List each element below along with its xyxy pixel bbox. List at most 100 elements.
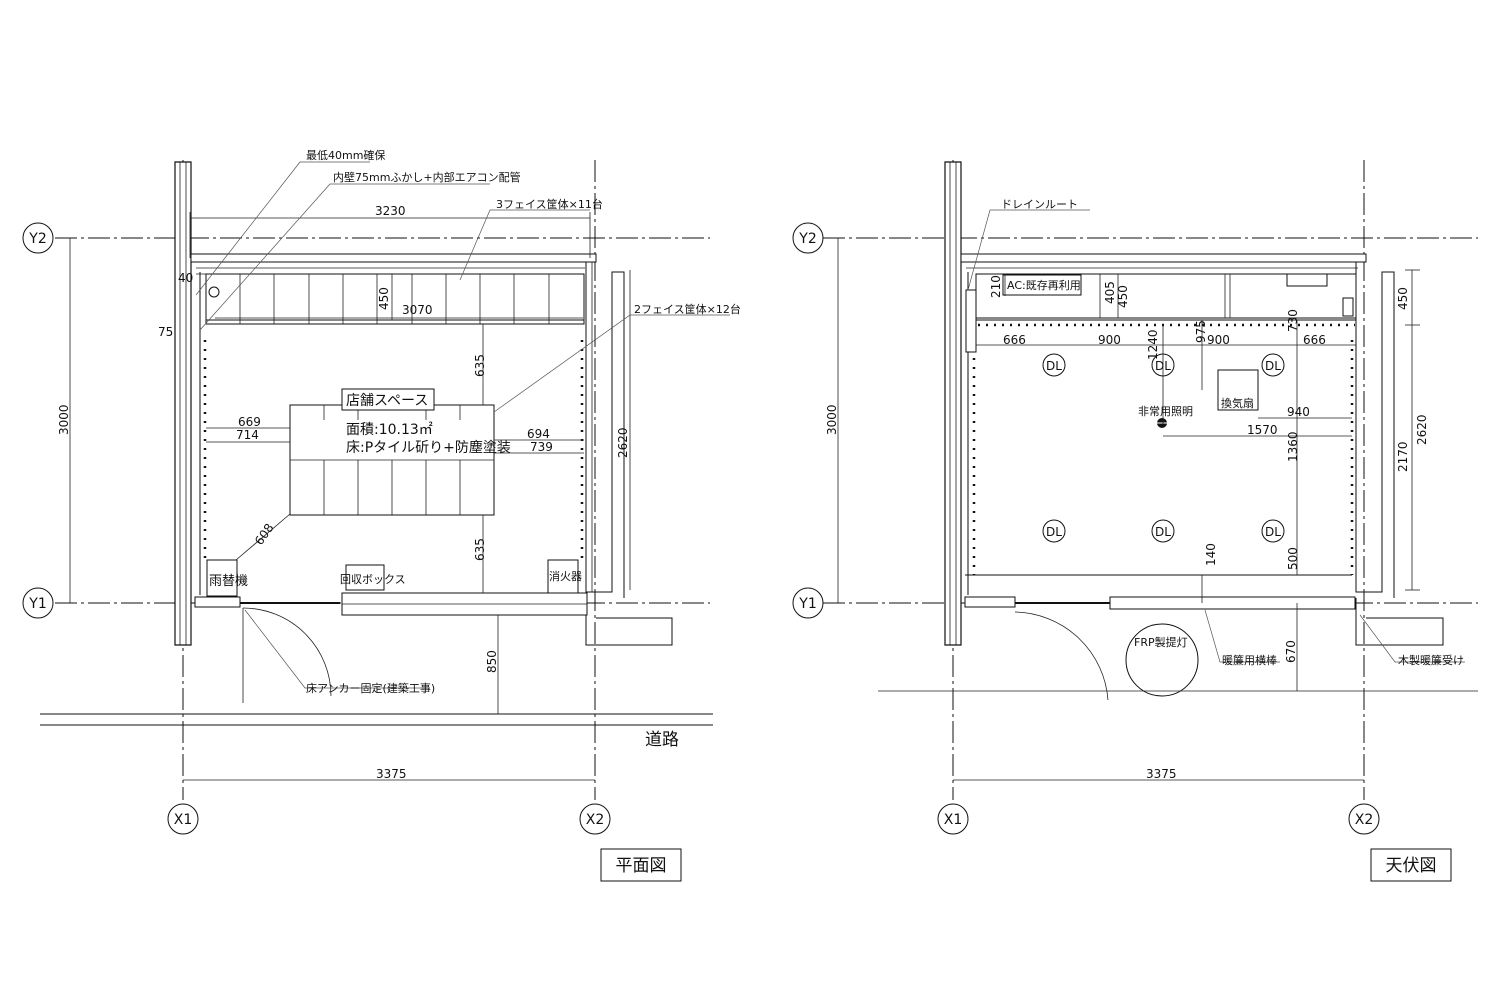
bubble bbox=[938, 804, 968, 834]
dim-450: 450 bbox=[377, 287, 391, 310]
frp-lantern-circle bbox=[1126, 624, 1198, 696]
bubble-label: X2 bbox=[586, 812, 605, 828]
leader bbox=[200, 184, 490, 330]
bubble bbox=[580, 804, 610, 834]
downlight-circle bbox=[1043, 520, 1065, 542]
fan-label: 換気扇 bbox=[1221, 396, 1254, 410]
road-label: 道路 bbox=[645, 730, 679, 750]
ceiling-title-box bbox=[1371, 849, 1451, 881]
leader bbox=[968, 210, 1090, 290]
dim-1240: 1240 bbox=[1146, 329, 1160, 360]
bottom-base bbox=[586, 598, 672, 645]
downlight-circle bbox=[1043, 354, 1065, 376]
ventilation-fan bbox=[1218, 370, 1258, 410]
door-swing-arc bbox=[243, 608, 331, 696]
downlight-icon-1: DL bbox=[1043, 354, 1065, 376]
island-dividers bbox=[290, 405, 494, 515]
leader bbox=[196, 162, 370, 295]
fire-extinguisher bbox=[548, 560, 578, 593]
dim-730: 730 bbox=[1286, 309, 1300, 332]
plan-dimension-lines bbox=[70, 212, 630, 780]
leader bbox=[1360, 615, 1465, 662]
vent-small bbox=[1343, 298, 1353, 316]
grid-bubble-x1: X1 bbox=[168, 804, 198, 834]
dim-694: 694 bbox=[527, 427, 550, 441]
ac-label: AC:既存再利用 bbox=[1007, 278, 1081, 292]
dim-900-right: 900 bbox=[1207, 333, 1230, 347]
bubble-label: X1 bbox=[174, 812, 193, 828]
dim-3375: 3375 bbox=[1146, 767, 1177, 781]
downlight-icon-6: DL bbox=[1262, 520, 1284, 542]
bubble-label: Y1 bbox=[798, 596, 816, 612]
collection-box bbox=[346, 565, 384, 590]
dim-500: 500 bbox=[1286, 547, 1300, 570]
left-wall bbox=[175, 162, 191, 645]
bottom-base bbox=[1356, 598, 1443, 645]
curtain-holder-label: 木製暖簾受け bbox=[1398, 653, 1464, 667]
downlight-circle bbox=[1262, 354, 1284, 376]
area-label: 面積:10.13㎡ bbox=[346, 422, 433, 438]
bubble bbox=[23, 223, 53, 253]
umbrella-machine bbox=[207, 560, 237, 596]
downlight-label: DL bbox=[1046, 359, 1062, 373]
door-swing-arc bbox=[1015, 612, 1108, 700]
grid-bubble-y1: Y1 bbox=[23, 588, 53, 618]
dim-900-left: 900 bbox=[1098, 333, 1121, 347]
emergency-light-label: 非常用照明 bbox=[1138, 405, 1193, 418]
plan-title: 平面図 bbox=[616, 856, 667, 876]
downlight-icon-4: DL bbox=[1043, 520, 1065, 542]
bubble bbox=[793, 223, 823, 253]
downlight-icon-3: DL bbox=[1262, 354, 1284, 376]
right-wall bbox=[586, 262, 624, 598]
dim-1360: 1360 bbox=[1286, 431, 1300, 462]
shelf2-label: 2フェイス筐体×12台 bbox=[634, 302, 741, 316]
inner-wall-label: 内壁75mmふかし+内部エアコン配管 bbox=[333, 170, 521, 184]
umbrella-machine-base bbox=[195, 597, 240, 607]
dim-1570: 1570 bbox=[1247, 423, 1278, 437]
umbrella-machine-label: 雨替機 bbox=[209, 574, 248, 589]
dim-666-left: 666 bbox=[1003, 333, 1026, 347]
dim-2170: 2170 bbox=[1396, 441, 1410, 472]
dim-3375: 3375 bbox=[376, 767, 407, 781]
bubble-label: Y1 bbox=[28, 596, 46, 612]
ceiling-dimension-lines bbox=[838, 238, 1420, 780]
sash-left bbox=[965, 597, 1015, 607]
drain-route-label: ドレインルート bbox=[1001, 198, 1078, 211]
dim-635-bottom: 635 bbox=[473, 538, 487, 561]
dim-2620: 2620 bbox=[616, 427, 630, 458]
dim-669: 669 bbox=[238, 415, 261, 429]
top-shelves bbox=[206, 274, 584, 324]
bubble-label: X1 bbox=[944, 812, 963, 828]
grid-bubble-y1: Y1 bbox=[793, 588, 823, 618]
collection-box-label: 回収ボックス bbox=[340, 573, 406, 586]
extinguisher-label: 消火器 bbox=[549, 569, 582, 583]
bubble-label: Y2 bbox=[798, 231, 816, 247]
storefront-sash bbox=[1110, 597, 1355, 609]
bubble bbox=[793, 588, 823, 618]
downlight-circle bbox=[1152, 520, 1174, 542]
drain-route-pipe bbox=[966, 290, 976, 352]
dim-2620: 2620 bbox=[1415, 414, 1429, 445]
drain-pipe bbox=[209, 287, 219, 297]
dim-140: 140 bbox=[1204, 543, 1218, 566]
top-wall bbox=[191, 254, 596, 262]
dim-714: 714 bbox=[236, 428, 259, 442]
dim-739: 739 bbox=[530, 440, 553, 454]
dim-666-right: 666 bbox=[1303, 333, 1326, 347]
dim-450-right: 450 bbox=[1396, 287, 1410, 310]
downlight-label: DL bbox=[1046, 525, 1062, 539]
bubble bbox=[1349, 804, 1379, 834]
min-gap-label: 最低40mm確保 bbox=[306, 148, 385, 162]
downlight-circle bbox=[1262, 520, 1284, 542]
ceiling-title: 天伏図 bbox=[1386, 856, 1437, 876]
dim-line bbox=[236, 514, 290, 560]
store-space-label: 店舗スペース bbox=[346, 393, 428, 409]
floor-anchor-label: 床アンカー固定(建築工事) bbox=[306, 681, 435, 695]
bubble bbox=[23, 588, 53, 618]
grid-bubble-y2: Y2 bbox=[793, 223, 823, 253]
dim-3230: 3230 bbox=[375, 204, 406, 218]
ceiling-view: DL DL DL DL DL DL bbox=[793, 160, 1478, 881]
downlight-icon-5: DL bbox=[1152, 520, 1174, 542]
ac-label-box bbox=[1003, 275, 1081, 295]
floor-finish-label: 床:Pタイル斫り+防塵塗装 bbox=[346, 439, 511, 456]
